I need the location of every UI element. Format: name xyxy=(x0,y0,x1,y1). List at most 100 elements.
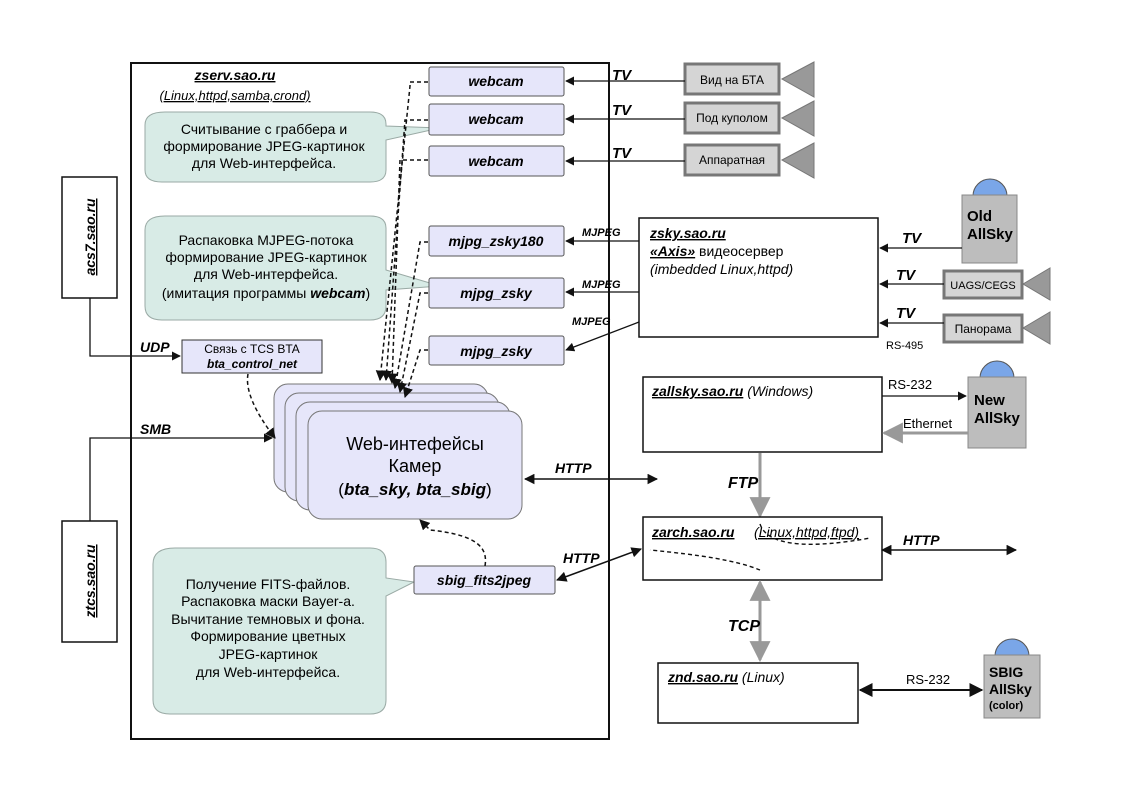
znd-server-box: znd.sao.ru (Linux) xyxy=(657,662,859,724)
bta-control-net-box: Связь с TCS BTA bta_control_net xyxy=(181,339,323,374)
smb-link xyxy=(89,433,273,521)
new-allsky-line1: New xyxy=(974,392,1005,409)
http-link-sbig xyxy=(556,547,642,582)
module-mjpg-zsky-1-label: mjpg_zsky xyxy=(460,285,533,301)
bubble-fits-line3: Вычитание темновых и фона. xyxy=(171,611,365,627)
zarch-server-box: zarch.sao.ru (Linux,httpd,ftpd) xyxy=(642,516,883,581)
bubble-fits-line1: Получение FITS-файлов. xyxy=(186,576,351,592)
http-label-1: HTTP xyxy=(555,460,592,476)
sbig-allsky-device: SBIG AllSky (color) xyxy=(983,638,1041,719)
mjpeg-links xyxy=(565,236,640,352)
bubble-fits-line6: для Web-интерфейса. xyxy=(196,664,340,680)
camera-panorama: Панорама xyxy=(942,311,1051,345)
zsky-name: zsky.sao.ru xyxy=(649,225,726,241)
smb-label: SMB xyxy=(140,421,171,437)
old-allsky-line2: AllSky xyxy=(967,226,1014,243)
http-label-2: HTTP xyxy=(563,550,600,566)
mjpeg-label-2: MJPEG xyxy=(582,279,621,291)
bubble-mjpeg: Распаковка MJPEG-потока формирование JPE… xyxy=(144,215,441,321)
znd-title: znd.sao.ru (Linux) xyxy=(667,669,785,685)
camera-vid-na-bta: Вид на БТА xyxy=(683,61,815,98)
module-mjpg-zsky180: mjpg_zsky180 xyxy=(428,225,565,257)
bubble-grabber: Считывание с граббера и формирование JPE… xyxy=(144,111,441,183)
mjpeg-label-1: MJPEG xyxy=(582,227,621,239)
camera-uags: UAGS/CEGS xyxy=(942,267,1051,301)
camera-apparatnaya-label: Аппаратная xyxy=(699,153,765,167)
bubble-fits: Получение FITS-файлов. Распаковка маски … xyxy=(152,547,416,715)
ftp-label: FTP xyxy=(728,475,759,492)
bubble-mjpeg-line3: для Web-интерфейса. xyxy=(194,266,338,282)
module-mjpg-zsky-1: mjpg_zsky xyxy=(428,277,565,309)
acs7-label: acs7.sao.ru xyxy=(82,198,98,275)
tv-links xyxy=(565,76,685,166)
zarch-internal-flow xyxy=(649,523,871,571)
bubble-mjpeg-line4: (имитация программы webcam) xyxy=(162,285,370,301)
zserv-subtitle: (Linux,httpd,samba,crond) xyxy=(159,88,310,103)
module-webcam-2-label: webcam xyxy=(468,111,523,127)
web-interfaces-line3: (bta_sky, bta_sbig) xyxy=(338,480,491,499)
module-webcam-1: webcam xyxy=(428,66,565,97)
tcp-label: TCP xyxy=(728,618,760,635)
camera-uags-label: UAGS/CEGS xyxy=(950,280,1015,292)
tv-label-1: TV xyxy=(612,67,633,84)
zarch-name: zarch.sao.ru xyxy=(651,524,735,540)
module-webcam-2: webcam xyxy=(428,103,565,136)
udp-link xyxy=(89,298,181,361)
tv-label-3: TV xyxy=(612,145,633,162)
mjpeg-label-3: MJPEG xyxy=(572,316,611,328)
tv-label-2: TV xyxy=(612,102,633,119)
udp-label: UDP xyxy=(140,339,170,355)
module-sbig-fits2jpeg: sbig_fits2jpeg xyxy=(413,565,556,595)
old-allsky-line1: Old xyxy=(967,208,992,225)
http-label-3: HTTP xyxy=(903,532,940,548)
bubble-grabber-line3: для Web-интерфейса. xyxy=(192,155,336,171)
zsky-desc: «Axis» видеосервер xyxy=(650,243,784,259)
rs232-label-2: RS-232 xyxy=(906,672,950,687)
zsky-server-box: zsky.sao.ru «Axis» видеосервер (imbedded… xyxy=(638,217,879,338)
zallsky-title: zallsky.sao.ru (Windows) xyxy=(651,383,813,399)
bta-control-line2: bta_control_net xyxy=(207,357,298,371)
bubble-fits-line5: JPEG-картинок xyxy=(219,646,319,662)
tv-label-6: TV xyxy=(896,305,917,322)
module-webcam-3: webcam xyxy=(428,145,565,177)
zallsky-server-box: zallsky.sao.ru (Windows) xyxy=(642,376,883,453)
bubble-mjpeg-line1: Распаковка MJPEG-потока xyxy=(179,232,354,248)
module-mjpg-zsky180-label: mjpg_zsky180 xyxy=(449,233,544,249)
bta-control-line1: Связь с TCS BTA xyxy=(204,342,300,356)
new-allsky-line2: AllSky xyxy=(974,410,1021,427)
web-interfaces-line2: Камер xyxy=(389,456,442,476)
bubble-mjpeg-line2: формирование JPEG-картинок xyxy=(165,249,367,265)
zsky-os: (imbedded Linux,httpd) xyxy=(650,261,793,277)
module-sbig-fits2jpeg-label: sbig_fits2jpeg xyxy=(437,572,532,588)
old-allsky-device: Old AllSky xyxy=(961,178,1018,264)
module-webcam-3-label: webcam xyxy=(468,153,523,169)
ethernet-label: Ethernet xyxy=(903,416,953,431)
rs232-label-1: RS-232 xyxy=(888,377,932,392)
ztcs-host-box: ztcs.sao.ru xyxy=(61,520,118,643)
module-mjpg-zsky-2: mjpg_zsky xyxy=(428,335,565,366)
acs7-host-box: acs7.sao.ru xyxy=(61,176,118,299)
camera-pod-kupolom-label: Под куполом xyxy=(696,111,768,125)
zarch-os: (Linux,httpd,ftpd) xyxy=(754,524,859,540)
rs495-label: RS-495 xyxy=(886,340,923,352)
module-mjpg-zsky-2-label: mjpg_zsky xyxy=(460,343,533,359)
tv-label-5: TV xyxy=(896,267,917,284)
bubble-fits-line2: Распаковка маски Bayer-а. xyxy=(181,593,355,609)
web-interfaces-line1: Web-интефейсы xyxy=(346,434,484,454)
new-allsky-device: New AllSky xyxy=(967,360,1027,449)
web-interfaces-stack: Web-интефейсы Камер (bta_sky, bta_sbig) xyxy=(273,383,523,520)
tv-label-4: TV xyxy=(902,230,923,247)
ztcs-label: ztcs.sao.ru xyxy=(82,544,98,619)
camera-pod-kupolom: Под куполом xyxy=(683,100,815,137)
camera-panorama-label: Панорама xyxy=(955,322,1012,336)
camera-apparatnaya: Аппаратная xyxy=(683,142,815,179)
bubble-grabber-line1: Считывание с граббера и xyxy=(181,121,347,137)
sbig-allsky-line3: (color) xyxy=(989,700,1024,712)
camera-vid-na-bta-label: Вид на БТА xyxy=(700,73,764,87)
sbig-allsky-line1: SBIG xyxy=(989,664,1023,680)
bubble-fits-line4: Формирование цветных xyxy=(190,628,345,644)
module-webcam-1-label: webcam xyxy=(468,73,523,89)
bubble-grabber-line2: формирование JPEG-картинок xyxy=(163,138,365,154)
zserv-title: zserv.sao.ru xyxy=(194,67,276,83)
